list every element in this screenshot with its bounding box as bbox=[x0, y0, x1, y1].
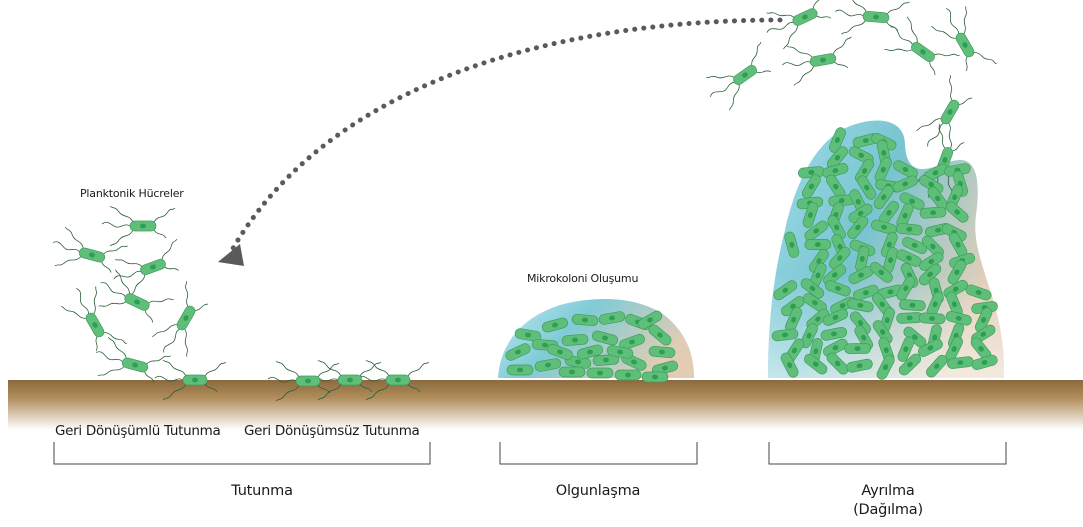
dispersing-cell bbox=[809, 53, 836, 67]
biofilm-cell bbox=[844, 343, 870, 353]
stage-maturation: Olgunlaşma bbox=[528, 483, 668, 499]
dispersing-cell bbox=[954, 31, 976, 59]
dispersing-cell bbox=[731, 63, 758, 86]
flagella bbox=[759, 0, 842, 52]
biofilm-cell bbox=[919, 313, 946, 325]
biofilm-cell bbox=[899, 299, 926, 311]
planktonic-cell bbox=[130, 221, 156, 231]
stage-attachment: Tutunma bbox=[192, 483, 332, 499]
planktonic-cell bbox=[78, 247, 106, 263]
planktonic-cell bbox=[175, 304, 197, 332]
maturation-bracket bbox=[500, 442, 697, 464]
microcolony-cell bbox=[615, 370, 641, 380]
microcolony-cell bbox=[559, 367, 585, 377]
planktonic-cells-label: Planktonik Hücreler bbox=[80, 187, 184, 200]
microcolony-cell bbox=[649, 346, 676, 358]
dispersal-bracket bbox=[769, 442, 1006, 464]
irreversible-attachment-label: Geri Dönüşümsüz Tutunma bbox=[244, 423, 420, 439]
dispersal-return-arrow bbox=[232, 20, 780, 250]
dispersing-cell bbox=[791, 7, 819, 27]
attached-cell bbox=[386, 375, 410, 385]
dispersing-cell bbox=[863, 11, 890, 23]
dispersing-cell bbox=[909, 40, 936, 63]
reversible-attachment-label: Geri Dönüşümlü Tutunma bbox=[55, 423, 220, 439]
stage-dispersal-subtitle: (Dağılma) bbox=[818, 502, 958, 518]
microcolony-cell bbox=[572, 314, 599, 326]
stage-dispersal: Ayrılma bbox=[818, 483, 958, 499]
microcolony-cell bbox=[587, 368, 613, 378]
planktonic-cell bbox=[139, 258, 167, 276]
planktonic-cell bbox=[121, 357, 149, 373]
attached-cell bbox=[183, 375, 207, 385]
microcolony-cell bbox=[562, 334, 589, 346]
dispersing-cell bbox=[939, 98, 961, 126]
attachment-bracket bbox=[54, 442, 430, 464]
attached-cell bbox=[296, 376, 320, 386]
biofilm-cell bbox=[805, 239, 831, 249]
microcolony-label: Mikrokoloni Oluşumu bbox=[527, 272, 638, 285]
attached-cell bbox=[338, 375, 362, 385]
planktonic-cell bbox=[84, 311, 106, 339]
microcolony-cell bbox=[642, 372, 668, 382]
planktonic-cell bbox=[123, 292, 151, 312]
biofilm-cell bbox=[920, 207, 947, 219]
microcolony-cell bbox=[507, 365, 533, 375]
